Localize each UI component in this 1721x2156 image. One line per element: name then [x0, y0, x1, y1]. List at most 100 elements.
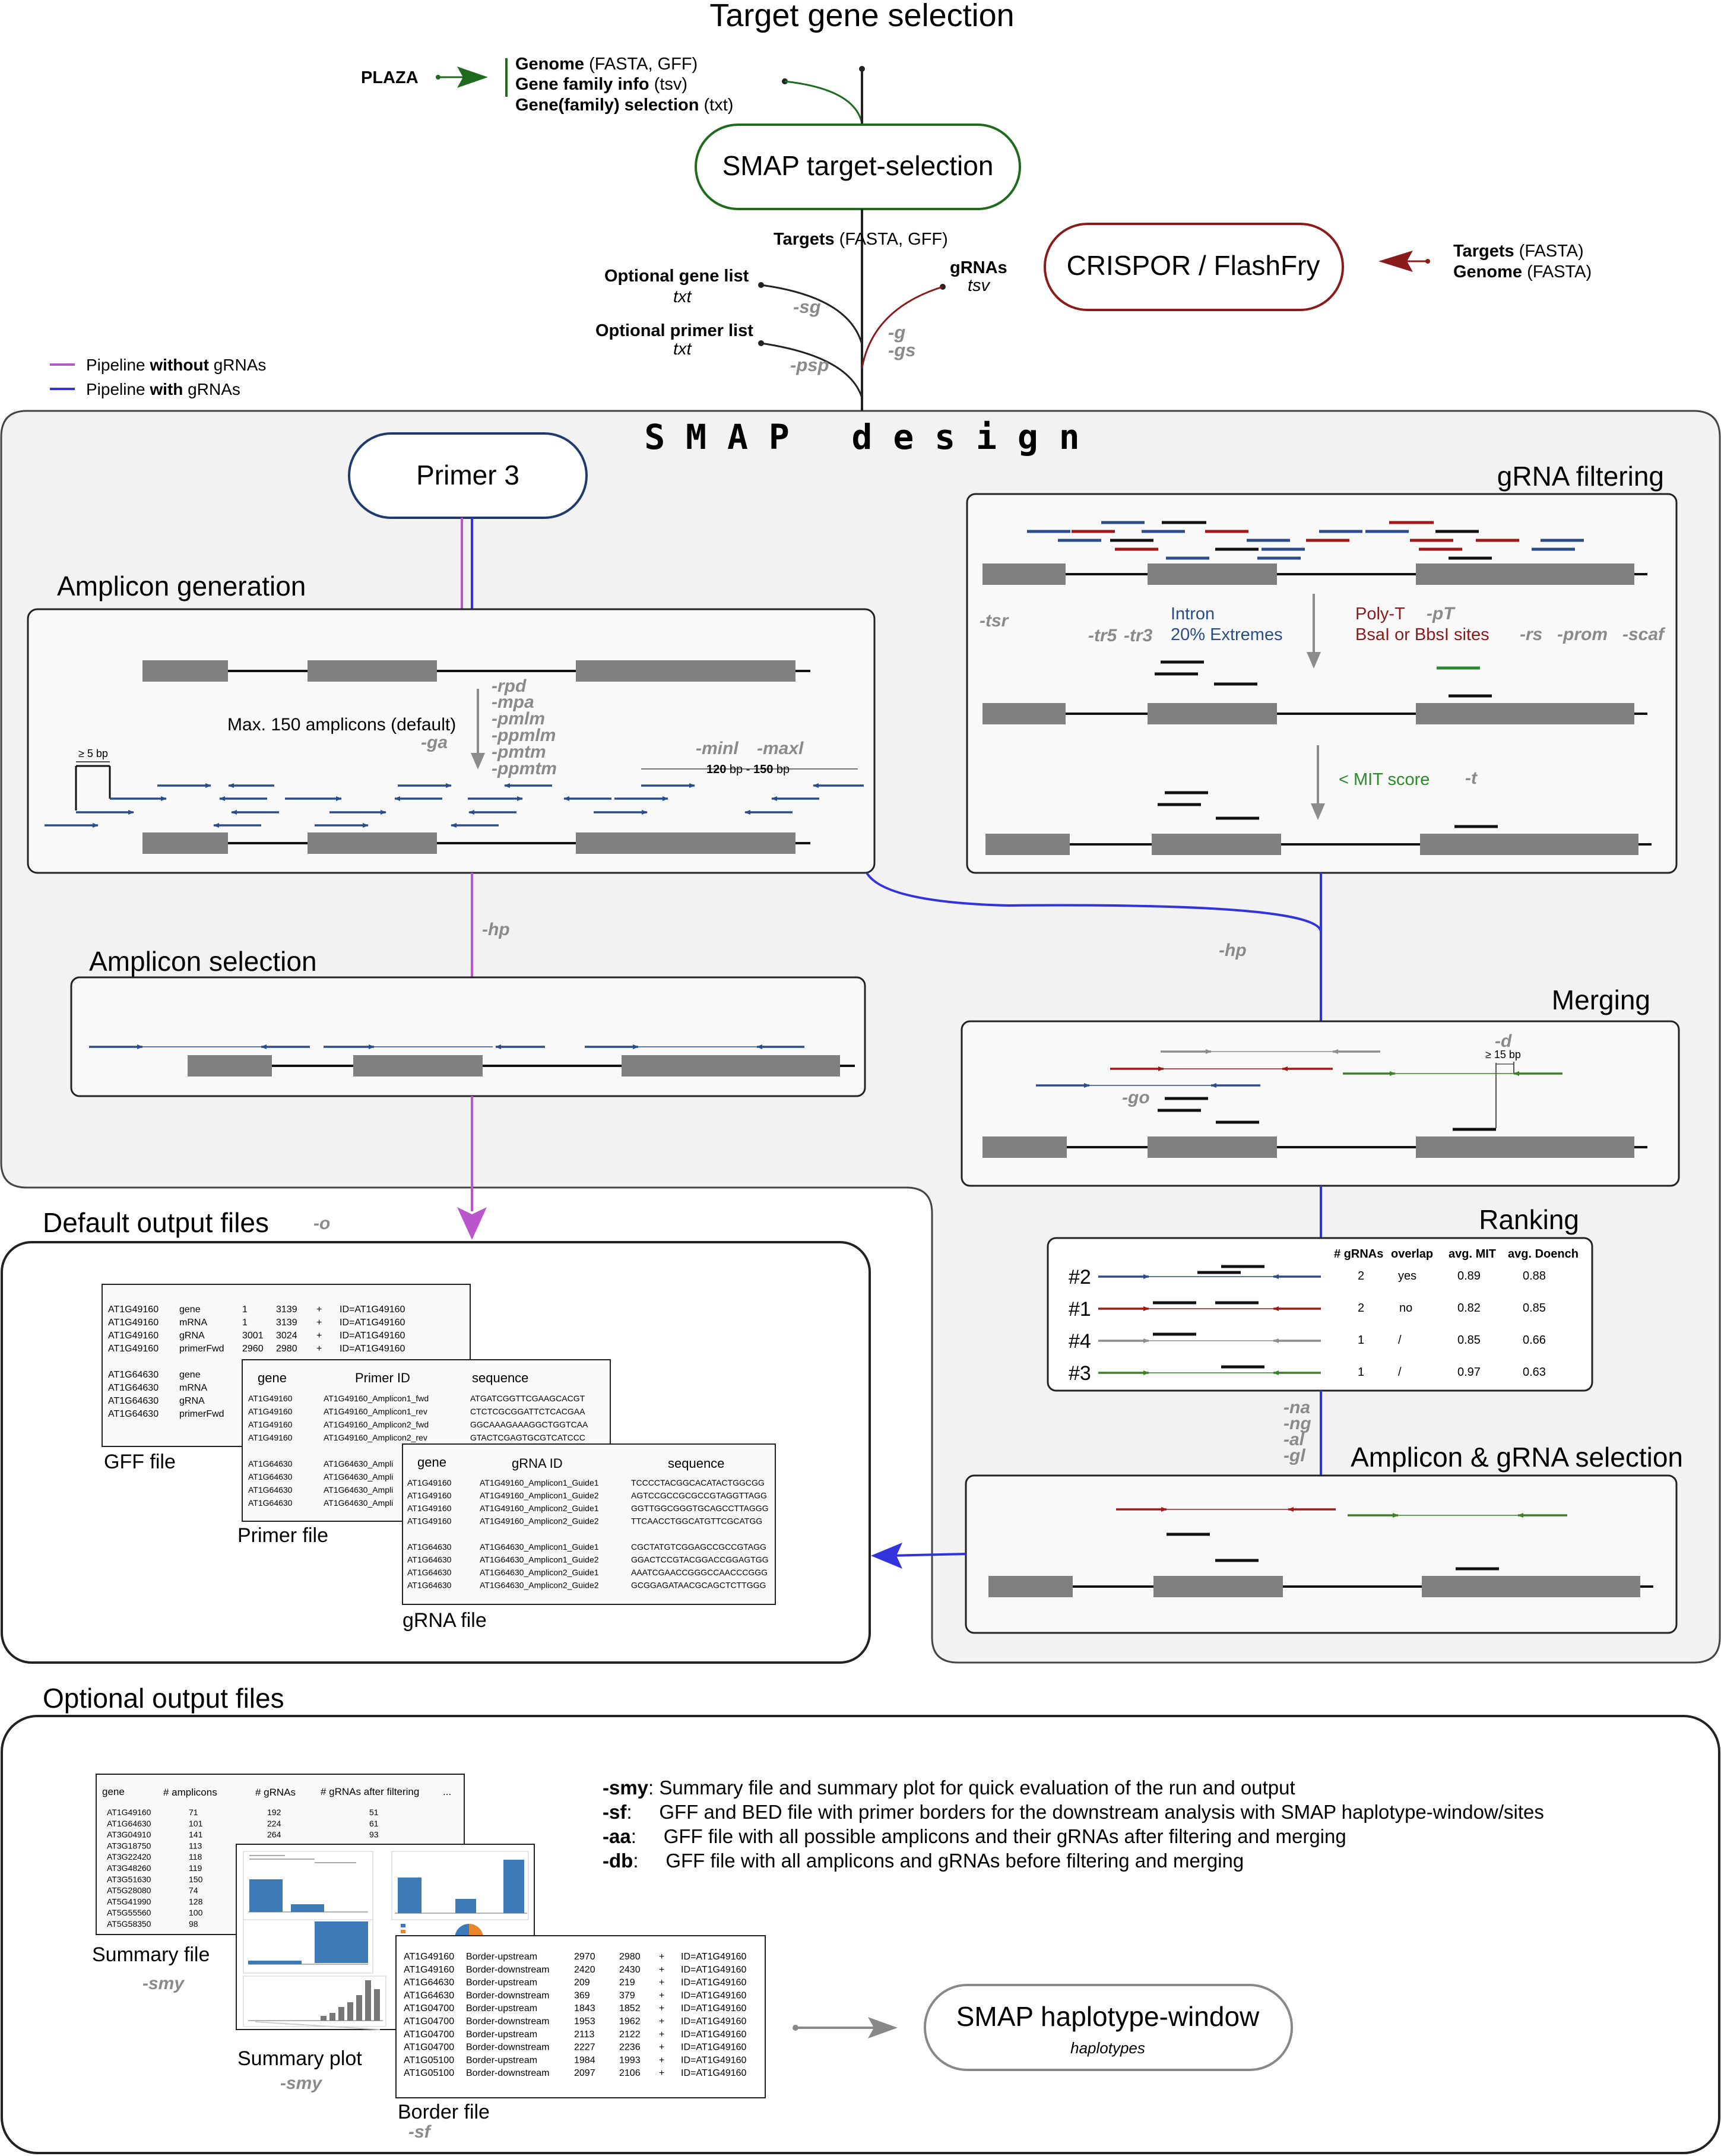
- border-row-cell: 2970: [574, 1952, 595, 1962]
- gff-row-cell: ID=AT1G49160: [340, 1331, 405, 1341]
- amplicon-grna-selection-box: [965, 1474, 1678, 1634]
- svg-text:gene: gene: [258, 1370, 287, 1385]
- merging-grnas: [1158, 1097, 1496, 1131]
- mit-score-label: < MIT score: [1339, 770, 1430, 789]
- grna-row-cell: TTCAACCTGGCATGTTCGCATGG: [631, 1517, 762, 1526]
- target-gene-selection-title: Target gene selection: [709, 0, 1014, 33]
- border-row-cell: Border-downstream: [466, 1990, 550, 2000]
- border-row-cell: ID=AT1G49160: [681, 2030, 747, 2040]
- border-row-cell: +: [659, 1990, 664, 2000]
- gff-row-cell: 3139: [276, 1318, 297, 1328]
- grna-row-cell: AT1G64630_Amplicon1_Guide2: [480, 1555, 599, 1565]
- crispor-input-targets: Targets (FASTA): [1453, 242, 1584, 261]
- border-row-cell: ID=AT1G49160: [681, 2003, 747, 2013]
- primer-row-cell: AT1G49160_Amplicon2_fwd: [324, 1420, 429, 1429]
- primer-file-headers: gene Primer ID sequence: [258, 1370, 528, 1385]
- optional-output-descriptions: -smy: Summary file and summary plot for …: [603, 1777, 1544, 1872]
- grna-row-cell: AT1G64630_Amplicon1_Guide1: [480, 1542, 599, 1552]
- summary-file-headers: gene # amplicons # gRNAs # gRNAs after f…: [102, 1786, 451, 1798]
- border-row-cell: AT1G64630: [404, 1990, 454, 2000]
- primer-row-cell: AT1G49160: [248, 1433, 293, 1442]
- gff-file-label: GFF file: [104, 1451, 176, 1473]
- ranking-row-rank3: #3 1 / 0.97 0.63: [1069, 1362, 1546, 1385]
- gff-row-cell: 3001: [242, 1331, 264, 1341]
- ranking-row-rank1: #1 2 no 0.82 0.85: [1069, 1298, 1546, 1321]
- primer-row-cell: AT1G64630: [248, 1459, 293, 1468]
- primer-row-cell: AT1G49160_Amplicon1_fwd: [324, 1394, 429, 1403]
- amplicon-selection-gene-model: [188, 1055, 855, 1077]
- summary-row-cell: 51: [369, 1807, 379, 1817]
- gff-row-cell: +: [316, 1318, 322, 1328]
- desc-db: -db: GFF file with all amplicons and gRN…: [603, 1850, 1244, 1872]
- svg-text:avg. Doench: avg. Doench: [1508, 1248, 1579, 1261]
- summary-row-cell: AT3G04910: [107, 1830, 151, 1840]
- green-input-curve: [784, 80, 863, 124]
- opt-tsr: -tsr: [980, 611, 1010, 631]
- gff-row-cell: +: [316, 1331, 322, 1341]
- border-row-cell: ID=AT1G49160: [681, 1965, 747, 1975]
- border-row-cell: AT1G04700: [404, 2030, 454, 2040]
- gff-row-cell: gRNA: [179, 1331, 205, 1341]
- border-row-cell: Border-upstream: [466, 2055, 537, 2065]
- grnas-after-first-filter: [1155, 660, 1492, 698]
- gff-row-cell: primerFwd: [179, 1409, 224, 1419]
- svg-text:gene: gene: [102, 1786, 125, 1797]
- svg-text:-mpa: -mpa: [492, 692, 534, 712]
- svg-text:#1: #1: [1069, 1298, 1091, 1321]
- primer3-node[interactable]: [348, 432, 588, 519]
- grna-row-cell: AT1G64630: [407, 1542, 452, 1552]
- border-row-cell: Border-upstream: [466, 1952, 537, 1962]
- border-row-cell: AT1G05100: [404, 2055, 454, 2065]
- grna-row-cell: AT1G49160: [407, 1491, 452, 1500]
- border-row-cell: AT1G49160: [404, 1965, 454, 1975]
- opt-g: -g: [888, 322, 905, 343]
- smap-haplotype-window-node[interactable]: [924, 1984, 1293, 2071]
- primer-row-cell: CTCTCGCGGATTCTCACGAA: [470, 1407, 585, 1416]
- grna-row-cell: AT1G64630: [407, 1581, 452, 1590]
- grna-filtering-box: [966, 493, 1678, 874]
- svg-text:-al: -al: [1283, 1430, 1305, 1449]
- summary-file-label: Summary file: [92, 1943, 210, 1966]
- bsai-bbsi-label: BsaI or BbsI sites: [1355, 625, 1489, 644]
- summary-row-cell: AT1G64630: [107, 1819, 151, 1828]
- grna-row-cell: AT1G64630: [407, 1568, 452, 1577]
- primer3-label: Primer 3: [416, 460, 519, 490]
- opt-tr5: -tr5: [1088, 626, 1118, 645]
- border-row-cell: 2980: [619, 1952, 641, 1962]
- border-row-cell: AT1G49160: [404, 1952, 454, 1962]
- opt-t: -t: [1465, 768, 1478, 788]
- amplicon-gene-model-top: [142, 660, 810, 682]
- gene-list-format: txt: [673, 287, 693, 306]
- opt-tr3: -tr3: [1124, 626, 1153, 645]
- smap-target-selection-label: SMAP target-selection: [722, 150, 994, 181]
- svg-text:# gRNAs: # gRNAs: [255, 1787, 296, 1798]
- merging-amplicons: [1036, 1049, 1562, 1088]
- smap-target-selection-node[interactable]: [695, 124, 1021, 210]
- summary-row-cell: 224: [267, 1819, 281, 1828]
- svg-text:...: ...: [443, 1786, 451, 1797]
- grna-file-card: [402, 1443, 776, 1605]
- svg-text:yes: yes: [1398, 1269, 1416, 1283]
- svg-text:#3: #3: [1069, 1362, 1091, 1385]
- svg-text:0.85: 0.85: [1523, 1302, 1546, 1315]
- svg-text:0.89: 0.89: [1457, 1269, 1481, 1283]
- border-row-cell: ID=AT1G49160: [681, 2055, 747, 2065]
- opt-prom: -prom: [1557, 625, 1608, 644]
- crispor-flashfry-node[interactable]: [1044, 223, 1344, 311]
- length-range-label: 120 bp - 150 bp: [706, 763, 790, 776]
- border-row-cell: +: [659, 2003, 664, 2013]
- ranking-row-rank2: #2 2 yes 0.89 0.88: [1069, 1265, 1546, 1288]
- primer-row-cell: AT1G49160: [248, 1394, 293, 1403]
- desc-aa: -aa: GFF file with all possible amplicon…: [603, 1825, 1346, 1847]
- gff-row-cell: ID=AT1G49160: [340, 1344, 405, 1354]
- desc-smy: -smy: Summary file and summary plot for …: [603, 1777, 1295, 1799]
- opt-hp-right: -hp: [1219, 941, 1247, 960]
- border-row-cell: Border-downstream: [466, 2068, 550, 2078]
- border-file-card: [395, 1935, 766, 2098]
- border-row-cell: Border-downstream: [466, 2043, 550, 2053]
- opt-smy-1: -smy: [142, 1974, 185, 1993]
- selection-options: -na -ng -al -gl: [1283, 1398, 1311, 1465]
- legend: Pipeline without gRNAs Pipeline with gRN…: [50, 356, 266, 398]
